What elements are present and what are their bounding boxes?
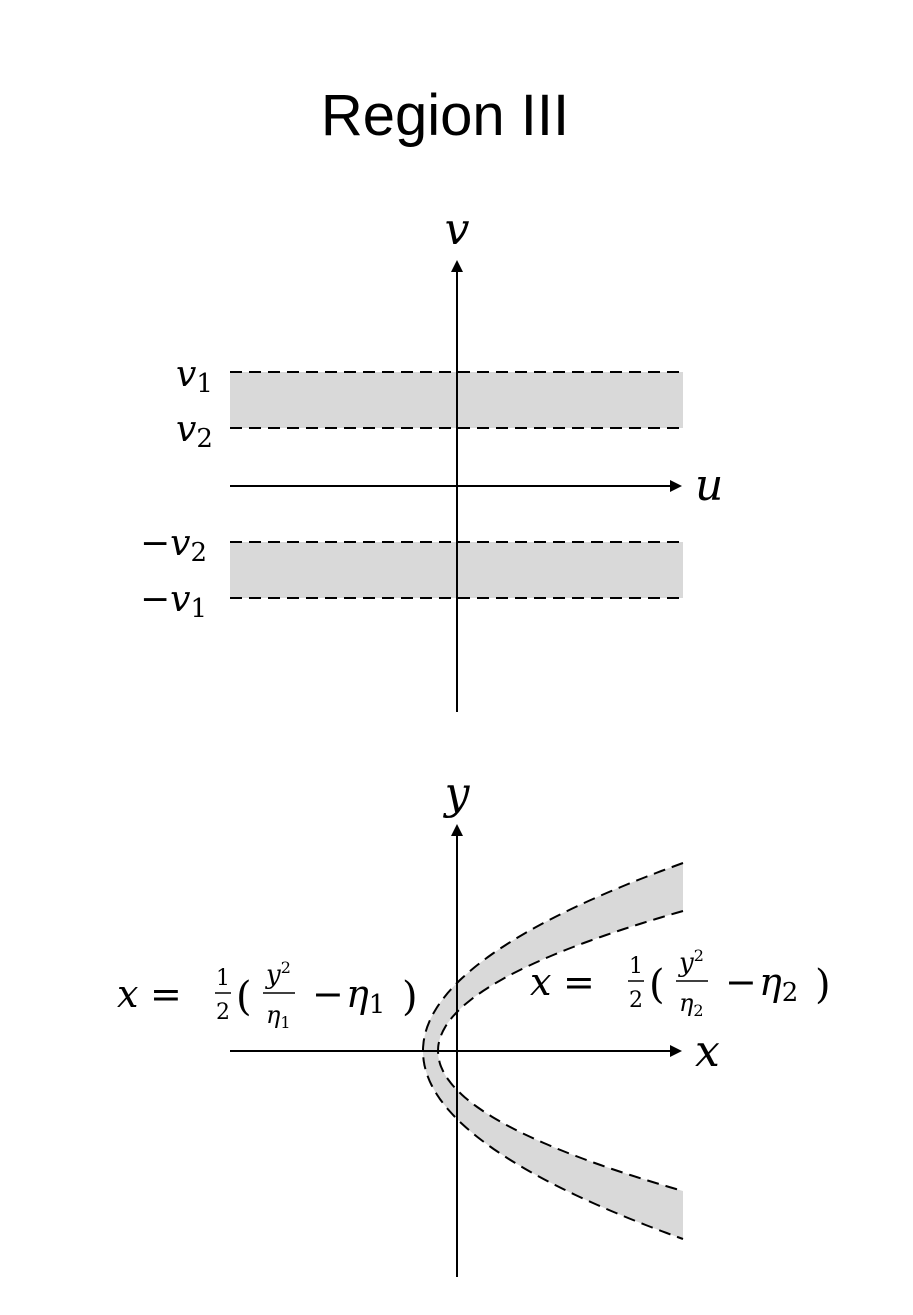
bottom-plot: y x x = 1 2 ( y2 η1 − η1 ) x = 1 2 ( y2 bbox=[117, 768, 831, 1277]
svg-text:(: ( bbox=[649, 962, 665, 1008]
svg-text:−: − bbox=[312, 972, 344, 1016]
top-plot: v u v1 v2 −v2 −v1 bbox=[140, 204, 723, 712]
svg-text:η1: η1 bbox=[346, 972, 385, 1020]
label-neg-v1: −v1 bbox=[140, 579, 207, 624]
svg-text:y2: y2 bbox=[265, 958, 291, 990]
label-v1: v1 bbox=[176, 354, 213, 399]
v-axis-label: v bbox=[445, 204, 470, 255]
svg-text:(: ( bbox=[236, 974, 252, 1020]
svg-text:): ) bbox=[815, 962, 831, 1008]
svg-text:=: = bbox=[150, 972, 182, 1016]
svg-text:η2: η2 bbox=[759, 960, 798, 1008]
formula-eta2: x = 1 2 ( y2 η2 − η2 ) bbox=[530, 946, 831, 1020]
svg-text:): ) bbox=[402, 974, 418, 1020]
formula-eta1: x = 1 2 ( y2 η1 − η1 ) bbox=[117, 958, 418, 1032]
parabola-eta1 bbox=[422, 862, 684, 1240]
svg-text:=: = bbox=[563, 960, 595, 1004]
svg-text:2: 2 bbox=[216, 1000, 230, 1025]
svg-text:1: 1 bbox=[629, 954, 643, 979]
svg-text:−: − bbox=[725, 960, 757, 1004]
svg-text:x: x bbox=[117, 972, 138, 1016]
label-neg-v2: −v2 bbox=[140, 523, 207, 568]
svg-text:x: x bbox=[530, 960, 551, 1004]
svg-text:2: 2 bbox=[629, 988, 643, 1013]
y-axis-label: y bbox=[443, 768, 471, 819]
svg-text:η1: η1 bbox=[266, 1001, 291, 1032]
svg-text:1: 1 bbox=[216, 966, 230, 991]
figure-title: Region III bbox=[320, 83, 570, 148]
label-v2: v2 bbox=[176, 409, 213, 454]
svg-text:y2: y2 bbox=[678, 946, 704, 978]
svg-text:η2: η2 bbox=[679, 989, 704, 1020]
x-axis-label: x bbox=[695, 1026, 720, 1077]
u-axis-label: u bbox=[695, 460, 723, 511]
